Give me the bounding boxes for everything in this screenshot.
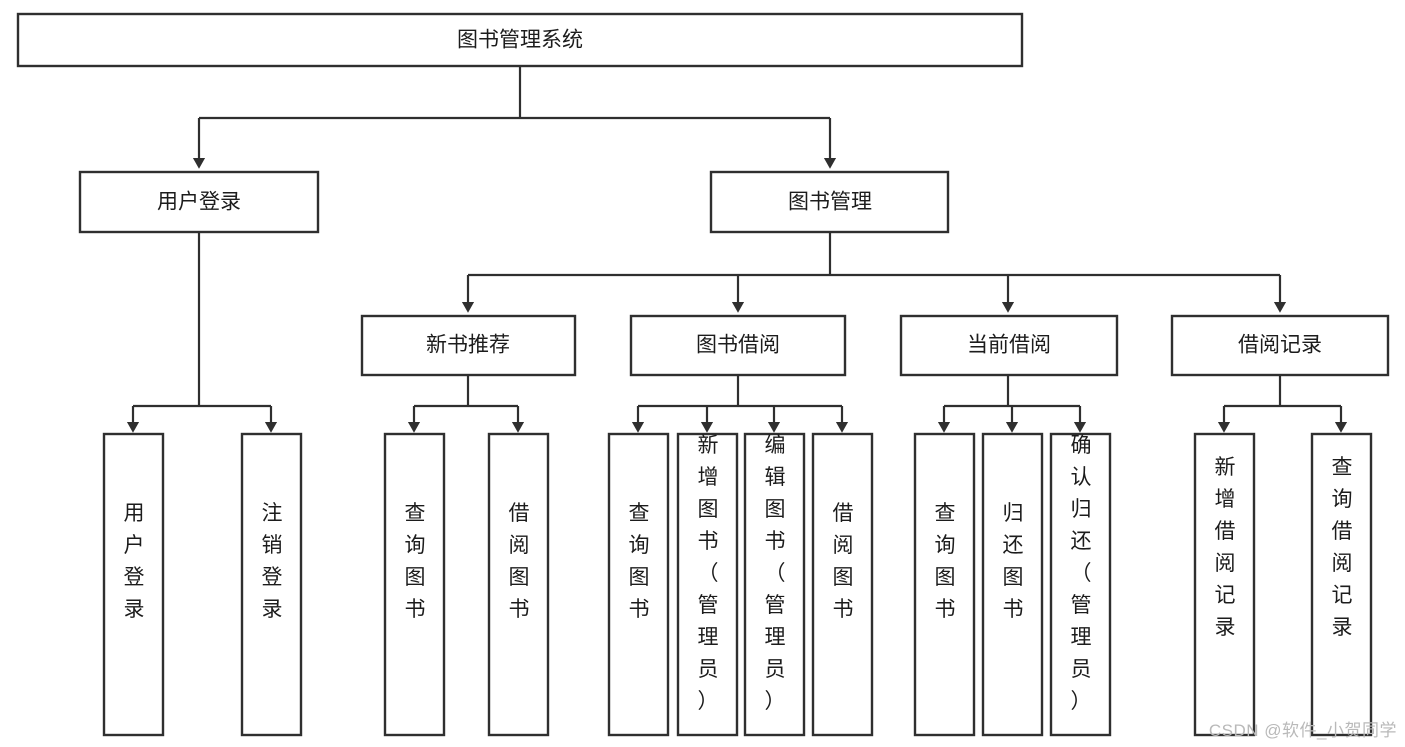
leaf-user-login-2-label: 注销登录 (262, 502, 283, 621)
leaf-book-borrow-3[interactable]: 编辑图书（管理员） (743, 432, 806, 737)
node-book-borrow-label: 图书借阅 (696, 334, 780, 357)
leaf-current-borrow-3-label: 确认归还（管理员） (1071, 434, 1092, 713)
leaf-book-borrow-4-label: 借阅图书 (833, 502, 854, 621)
node-borrow-record-label: 借阅记录 (1238, 334, 1322, 357)
connector-group-borrow-record (1217, 375, 1348, 433)
node-user-login-label: 用户登录 (157, 191, 241, 214)
csdn-watermark: CSDN @软件_小贺同学 (1208, 721, 1397, 740)
connector-group-current-borrow (937, 375, 1087, 433)
node-book-manage[interactable]: 图书管理 (709, 170, 950, 234)
leaf-book-borrow-4[interactable]: 借阅图书 (811, 432, 874, 737)
node-root-box[interactable] (16, 12, 1024, 68)
node-current-borrow-label: 当前借阅 (967, 334, 1051, 357)
connector-group-book-manage (461, 232, 1287, 313)
leaf-book-borrow-3-label: 编辑图书（管理员） (765, 434, 786, 713)
leaf-book-borrow-1-box[interactable] (607, 432, 670, 737)
node-book-borrow-box[interactable] (629, 314, 847, 377)
leaf-new-book-2-label: 借阅图书 (509, 502, 530, 621)
leaf-user-login-2[interactable]: 注销登录 (240, 432, 303, 737)
node-current-borrow-box[interactable] (899, 314, 1119, 377)
leaf-current-borrow-3-box[interactable] (1049, 432, 1112, 737)
leaf-book-borrow-4-box[interactable] (811, 432, 874, 737)
leaf-new-book-2[interactable]: 借阅图书 (487, 432, 550, 737)
node-new-book-recommend[interactable]: 新书推荐 (360, 314, 577, 377)
leaf-current-borrow-1-label: 查询图书 (935, 502, 956, 621)
leaf-current-borrow-3[interactable]: 确认归还（管理员） (1049, 432, 1112, 737)
connector-group-book-borrow (631, 375, 849, 433)
leaf-borrow-record-2-label: 查询借阅记录 (1332, 456, 1353, 639)
leaf-current-borrow-1-box[interactable] (913, 432, 976, 737)
leaf-book-borrow-2[interactable]: 新增图书（管理员） (676, 432, 739, 737)
leaf-new-book-1-label: 查询图书 (405, 502, 426, 621)
leaf-current-borrow-2-label: 归还图书 (1003, 502, 1024, 621)
leaf-book-borrow-3-box[interactable] (743, 432, 806, 737)
leaf-book-borrow-2-box[interactable] (676, 432, 739, 737)
leaf-book-borrow-2-label: 新增图书（管理员） (698, 434, 719, 713)
leaf-borrow-record-1-box[interactable] (1193, 432, 1256, 737)
node-book-manage-label: 图书管理 (788, 191, 872, 214)
connector-group-new-book (407, 375, 525, 433)
node-borrow-record[interactable]: 借阅记录 (1170, 314, 1390, 377)
connector-group-user-login (126, 232, 278, 433)
node-book-borrow[interactable]: 图书借阅 (629, 314, 847, 377)
node-user-login[interactable]: 用户登录 (78, 170, 320, 234)
leaf-current-borrow-2-box[interactable] (981, 432, 1044, 737)
leaf-borrow-record-1[interactable]: 新增借阅记录 (1193, 432, 1256, 737)
leaf-user-login-1[interactable]: 用户登录 (102, 432, 165, 737)
leaf-user-login-1-box[interactable] (102, 432, 165, 737)
leaf-current-borrow-1[interactable]: 查询图书 (913, 432, 976, 737)
node-new-book-recommend-label: 新书推荐 (426, 334, 510, 357)
node-current-borrow[interactable]: 当前借阅 (899, 314, 1119, 377)
leaf-new-book-2-box[interactable] (487, 432, 550, 737)
leaf-book-borrow-1-label: 查询图书 (629, 502, 650, 621)
node-new-book-recommend-box[interactable] (360, 314, 577, 377)
node-user-login-box[interactable] (78, 170, 320, 234)
leaf-user-login-1-label: 用户登录 (124, 502, 145, 621)
leaf-new-book-1[interactable]: 查询图书 (383, 432, 446, 737)
leaf-borrow-record-1-label: 新增借阅记录 (1215, 456, 1236, 639)
node-borrow-record-box[interactable] (1170, 314, 1390, 377)
leaf-book-borrow-1[interactable]: 查询图书 (607, 432, 670, 737)
node-root-label: 图书管理系统 (457, 29, 583, 52)
node-book-manage-box[interactable] (709, 170, 950, 234)
connector-group-root (192, 66, 837, 169)
leaf-new-book-1-box[interactable] (383, 432, 446, 737)
leaf-current-borrow-2[interactable]: 归还图书 (981, 432, 1044, 737)
leaf-user-login-2-box[interactable] (240, 432, 303, 737)
node-root[interactable]: 图书管理系统 (16, 12, 1024, 68)
leaf-borrow-record-2[interactable]: 查询借阅记录 (1310, 432, 1373, 737)
leaf-borrow-record-2-box[interactable] (1310, 432, 1373, 737)
